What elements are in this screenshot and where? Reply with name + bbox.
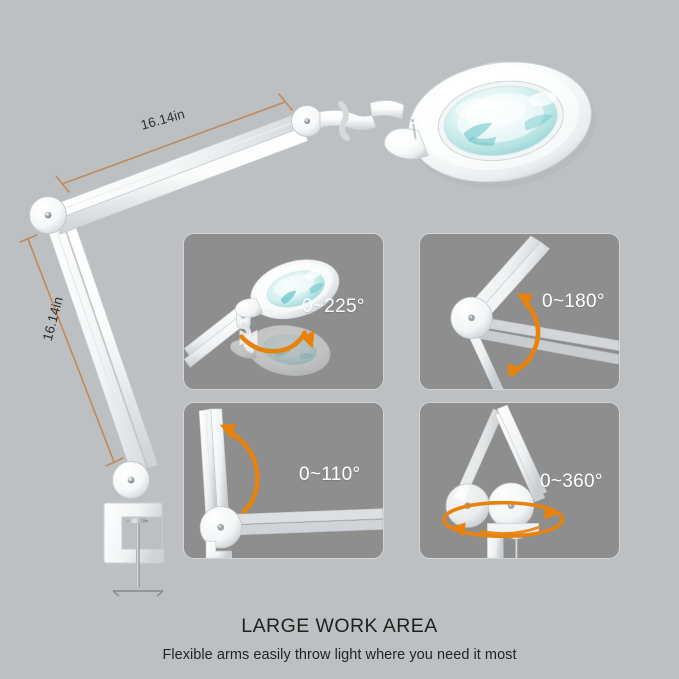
power-cord	[463, 61, 555, 91]
angle-label-elbow-joint: 0~180°	[542, 291, 605, 312]
clamp-screw	[507, 534, 526, 558]
head-main-position	[234, 259, 340, 320]
feature-panel-base-swivel: 0~360°	[419, 402, 620, 559]
head-tilt-diagram	[184, 259, 340, 376]
table-clamp	[103, 502, 165, 597]
rotation-arrow-180	[506, 293, 541, 379]
feature-panel-base-joint: 0~110°	[183, 402, 384, 559]
dimension-line-lower	[19, 234, 124, 467]
base-joint-diagram	[198, 408, 383, 558]
rotation-arrow-225	[239, 330, 315, 354]
dimension-label-lower-arm: 16.14in	[39, 295, 66, 343]
angle-label-base-joint: 0~110°	[299, 464, 361, 485]
feature-panel-head-tilt: 0~225°	[183, 233, 384, 390]
angle-label-head-tilt: 0~225°	[302, 296, 365, 317]
dimension-label-upper-arm: 16.14in	[138, 106, 187, 133]
footer-text-block: LARGE WORK AREA Flexible arms easily thr…	[0, 615, 679, 663]
rotation-arrow-360	[442, 500, 565, 539]
base-swivel-diagram	[442, 404, 565, 558]
lower-arm	[44, 214, 159, 473]
base-disc	[199, 506, 242, 549]
rotation-arrow-110	[219, 423, 260, 514]
angle-label-base-swivel: 0~360°	[540, 471, 603, 492]
elbow-joint-diagram	[450, 235, 619, 389]
base-joint-disc	[112, 461, 150, 499]
upper-arm	[49, 112, 309, 235]
feature-panel-elbow-joint: 0~180°	[419, 233, 620, 390]
brand-logo	[411, 119, 417, 140]
elbow-joint-disc	[29, 196, 67, 234]
magnifier-head	[384, 61, 597, 189]
elbow-disc	[450, 296, 493, 340]
headline: LARGE WORK AREA	[241, 615, 438, 637]
subheadline: Flexible arms easily throw light where y…	[162, 647, 517, 663]
head-joint-bracket	[291, 100, 405, 141]
